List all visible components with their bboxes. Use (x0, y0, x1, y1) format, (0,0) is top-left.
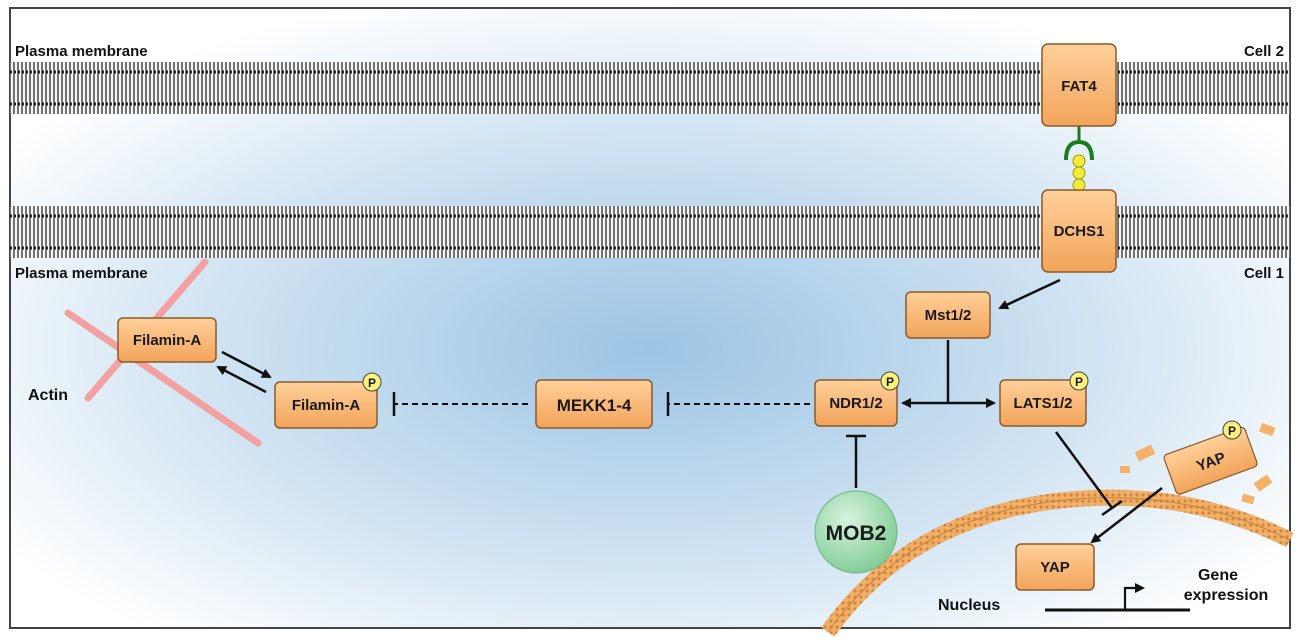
gene-expression-label-1: Gene (1198, 567, 1238, 584)
phospho-badge-filamin: P (362, 372, 382, 392)
svg-text:Filamin-A: Filamin-A (133, 332, 202, 349)
svg-text:Filamin-A: Filamin-A (292, 397, 361, 414)
edge-yap-to-nucleus (1090, 487, 1163, 544)
lats-node: LATS1/2 (999, 379, 1087, 427)
cell1-label: Cell 1 (1244, 265, 1284, 282)
svg-text:MOB2: MOB2 (826, 522, 887, 545)
svg-text:FAT4: FAT4 (1061, 78, 1097, 95)
phospho-badge-yap: P (1222, 420, 1242, 440)
yap-cytoplasm-node: YAP (1120, 422, 1276, 505)
mst-node: Mst1/2 (905, 291, 991, 339)
svg-text:YAP: YAP (1040, 559, 1069, 576)
filamin-a-phospho-node: Filamin-A (274, 381, 378, 429)
actin-label: Actin (28, 387, 68, 404)
plasma-membrane-bottom-label: Plasma membrane (15, 265, 148, 282)
edge-mekk-inhibits-filamin (392, 392, 528, 416)
plasma-membrane-top-label: Plasma membrane (15, 43, 148, 60)
yap-nucleus-node: YAP (1015, 543, 1095, 591)
fat4-node: FAT4 (1041, 43, 1117, 127)
edge-mob2-inhibits-ndr (846, 434, 866, 488)
svg-text:P: P (368, 376, 376, 390)
edge-ndr-inhibits-mekk (666, 392, 810, 416)
svg-text:NDR1/2: NDR1/2 (829, 395, 882, 412)
edge-filamin-equilibrium (216, 350, 272, 394)
edge-lats-inhibits-yap (1054, 431, 1123, 517)
edge-mst-branch (901, 340, 996, 408)
svg-text:Mst1/2: Mst1/2 (925, 307, 972, 324)
svg-text:LATS1/2: LATS1/2 (1014, 395, 1073, 412)
dchs1-node: DCHS1 (1041, 189, 1117, 273)
ndr-node: NDR1/2 (814, 379, 898, 427)
svg-text:P: P (1075, 375, 1083, 389)
gene-expression-label-2: expression (1184, 587, 1268, 604)
svg-text:P: P (886, 375, 894, 389)
nucleus-label: Nucleus (938, 597, 1000, 614)
svg-text:P: P (1228, 424, 1236, 438)
cell2-label: Cell 2 (1244, 43, 1284, 60)
filamin-a-actin-node: Filamin-A (117, 317, 217, 363)
mob2-node: MOB2 (814, 490, 898, 574)
edge-dchs1-to-mst (998, 278, 1061, 310)
phospho-badge-lats: P (1069, 371, 1089, 391)
mekk-node: MEKK1-4 (535, 379, 653, 429)
svg-text:DCHS1: DCHS1 (1054, 223, 1105, 240)
gene-promoter (1045, 583, 1190, 612)
svg-text:MEKK1-4: MEKK1-4 (557, 396, 632, 415)
phospho-badge-ndr: P (880, 371, 900, 391)
